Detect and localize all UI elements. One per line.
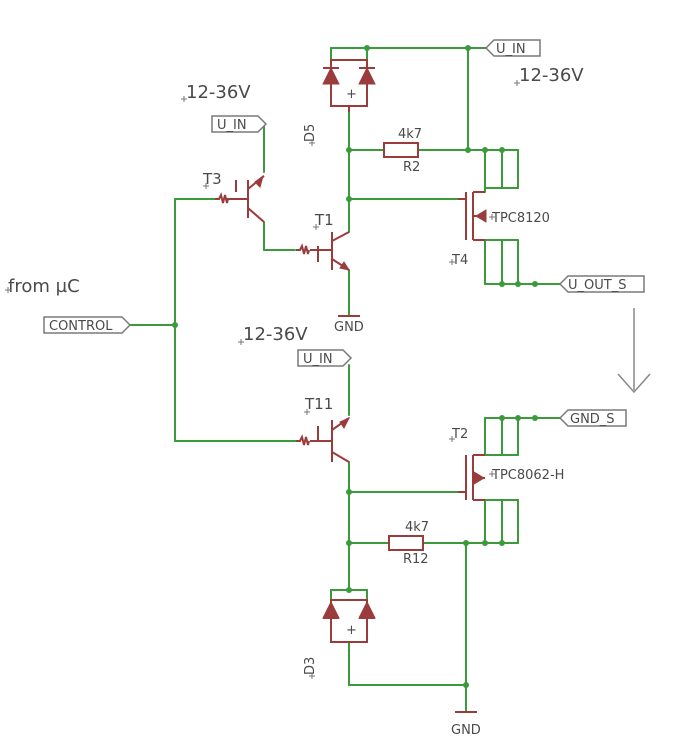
resistor-r12: 4k7 R12: [388, 520, 429, 567]
port-u-out-s: U_OUT_S: [558, 275, 645, 293]
origin-markers: [5, 80, 520, 679]
port-u-out-s-label: U_OUT_S: [568, 278, 626, 293]
svg-text:+: +: [346, 623, 357, 638]
t3-label: T3: [202, 170, 222, 188]
t1-label: T1: [314, 211, 334, 229]
port-u-in-t11: U_IN: [297, 349, 353, 367]
mosfet-t4: TPC8120 T4: [451, 191, 550, 268]
down-arrow-icon: [617, 308, 651, 394]
t11-label: T11: [304, 395, 333, 413]
port-gnd-s-label: GND_S: [570, 412, 615, 427]
diode-d3: + D3: [303, 599, 376, 675]
port-control-label: CONTROL: [49, 319, 113, 334]
t4-value: TPC8120: [491, 211, 550, 226]
from-uc-label: from µC: [8, 276, 80, 297]
transistor-t1: T1: [296, 211, 351, 271]
r12-name: R12: [403, 552, 429, 567]
svg-text:+: +: [346, 87, 357, 102]
wires: [129, 47, 561, 713]
supply-range-top-right: 12-36V: [519, 65, 584, 86]
d3-label: D3: [303, 657, 318, 675]
port-gnd-s: GND_S: [558, 409, 627, 427]
port-u-in-t11-label: U_IN: [303, 352, 333, 367]
gnd-t1-label: GND: [334, 320, 364, 335]
gnd-bottom-label: GND: [451, 723, 481, 738]
text-labels: from µC 12-36V 12-36V 12-36V: [8, 65, 584, 345]
supply-range-t3: 12-36V: [186, 82, 251, 103]
transistor-t11: T11: [296, 395, 351, 463]
gnd-symbol-bottom: GND: [451, 711, 481, 738]
port-control: CONTROL: [43, 316, 132, 334]
port-u-in-top: U_IN: [484, 39, 541, 57]
port-u-in-t3-label: U_IN: [217, 118, 247, 133]
port-u-in-top-label: U_IN: [496, 42, 526, 57]
t4-name: T4: [451, 253, 468, 268]
r12-value: 4k7: [405, 520, 429, 535]
wire-junctions: [172, 45, 538, 688]
r2-name: R2: [403, 160, 420, 175]
gnd-symbol-t1: GND: [334, 315, 364, 335]
transistor-t3: T3: [202, 170, 265, 223]
diode-d5: + D5: [303, 59, 376, 142]
r2-value: 4k7: [398, 127, 422, 142]
mosfet-t2: TPC8062-H T2: [451, 427, 564, 501]
t2-value: TPC8062-H: [491, 468, 564, 483]
t2-name: T2: [451, 427, 468, 442]
port-u-in-t3: U_IN: [211, 115, 268, 133]
d5-label: D5: [303, 124, 318, 142]
resistor-r2: 4k7 R2: [383, 127, 422, 175]
supply-range-t11: 12-36V: [243, 324, 308, 345]
